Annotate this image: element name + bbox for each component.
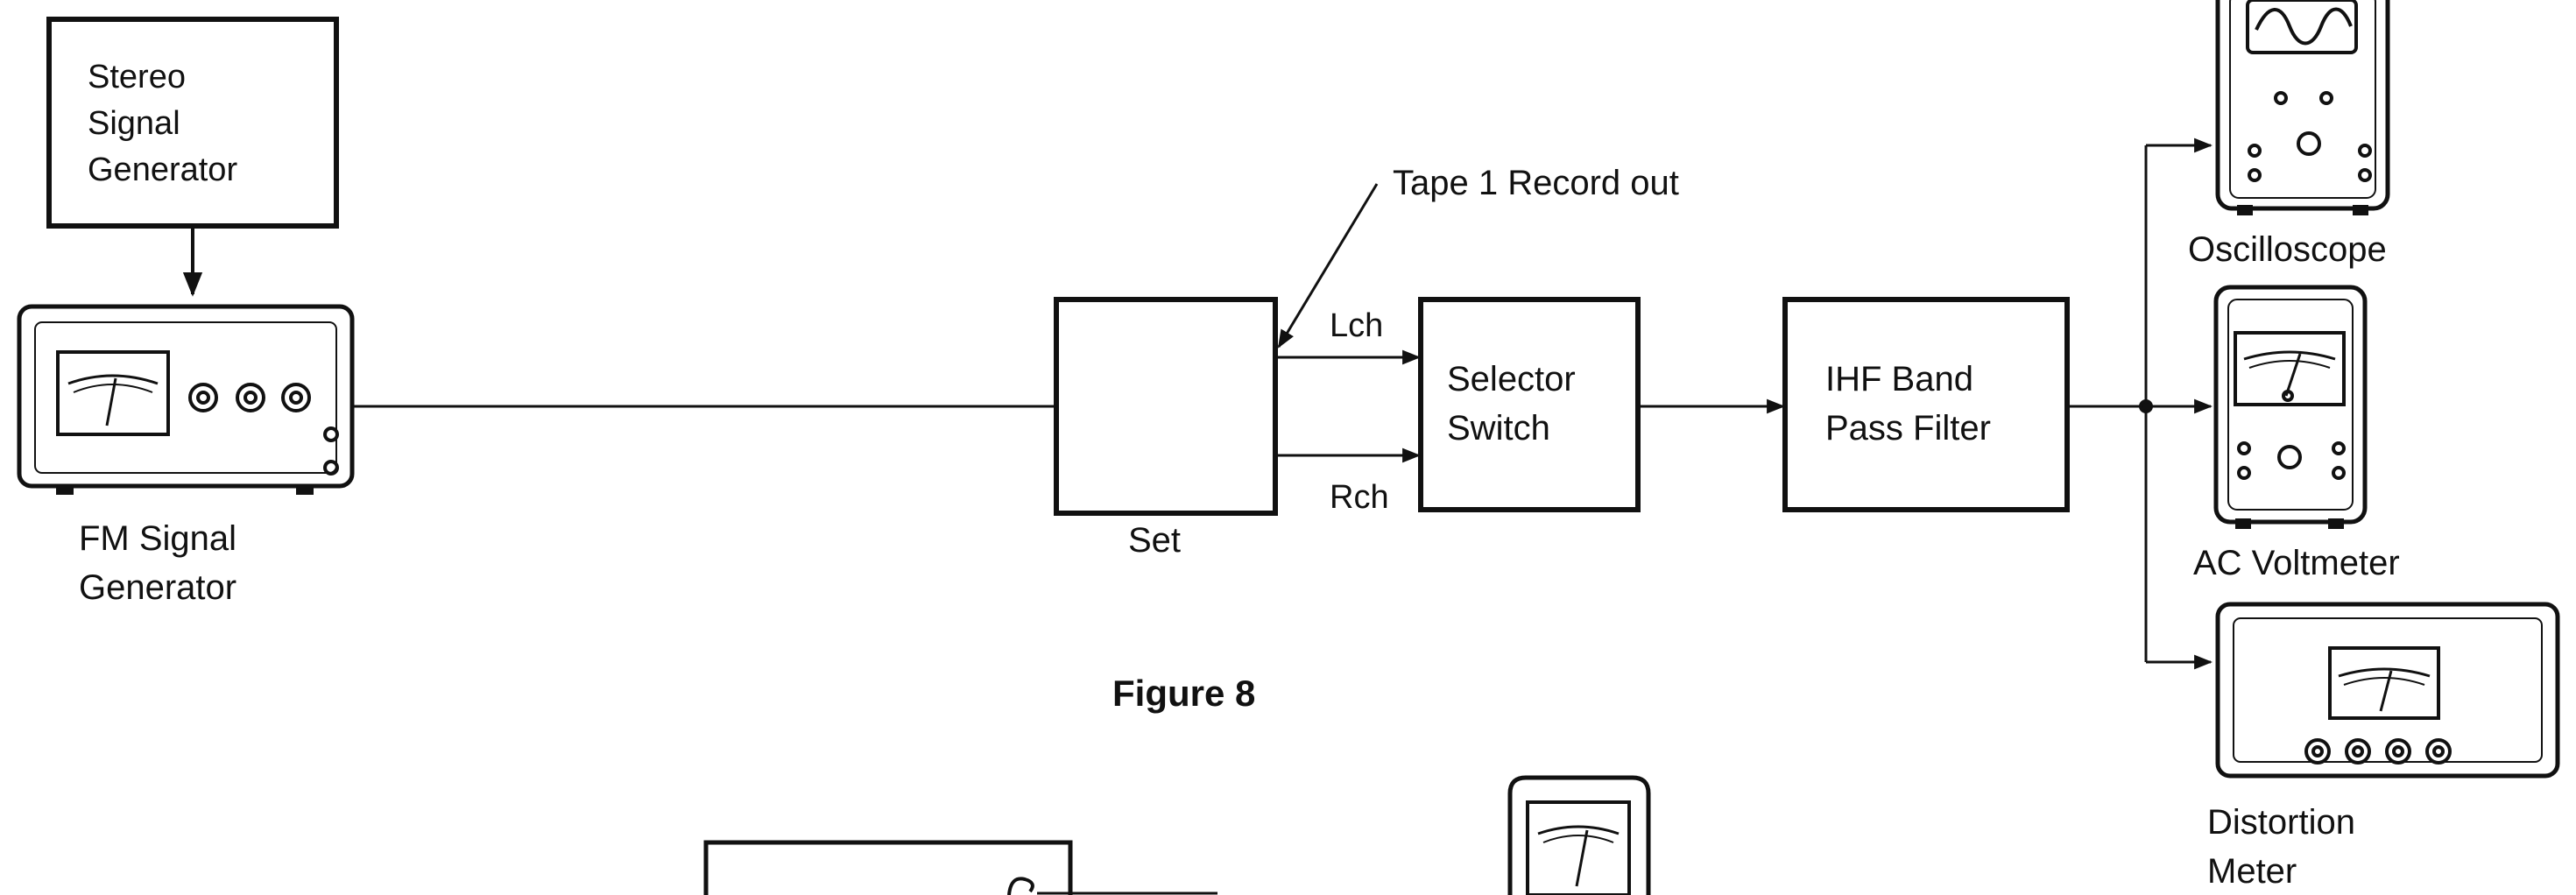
stereo-gen-label-2: Signal [88,105,180,142]
fm-signal-generator-device [17,304,355,495]
ihf-filter-label-2: Pass Filter [1825,409,1991,448]
distortion-meter-label-1: Distortion [2207,803,2355,842]
set-box [1054,297,1278,516]
lch-label: Lch [1330,307,1383,344]
oscilloscope-device [2215,0,2390,215]
ihf-filter-label-1: IHF Band [1825,360,1973,398]
rch-label: Rch [1330,479,1389,516]
ihf-filter-box [1782,297,2070,512]
ac-voltmeter-label: AC Voltmeter [2193,544,2400,582]
tape-record-out-label: Tape 1 Record out [1393,164,1679,202]
tape-out-pointer [1277,183,1379,349]
ac-voltmeter-device [2213,285,2368,529]
oscilloscope-label: Oscilloscope [2188,230,2387,269]
selector-switch-label-2: Switch [1447,409,1550,448]
next-figure-partial [703,775,1651,895]
set-label: Set [1128,521,1181,560]
distortion-meter-label-2: Meter [2207,852,2297,891]
figure-caption: Figure 8 [1112,673,1255,714]
fm-gen-label-2: Generator [79,568,236,607]
distortion-meter-device [2215,602,2560,779]
fm-gen-label-1: FM Signal [79,519,236,558]
selector-switch-box [1418,297,1641,512]
selector-switch-label-1: Selector [1447,360,1576,398]
stereo-gen-label-3: Generator [88,152,237,188]
stereo-gen-label-1: Stereo [88,59,186,95]
